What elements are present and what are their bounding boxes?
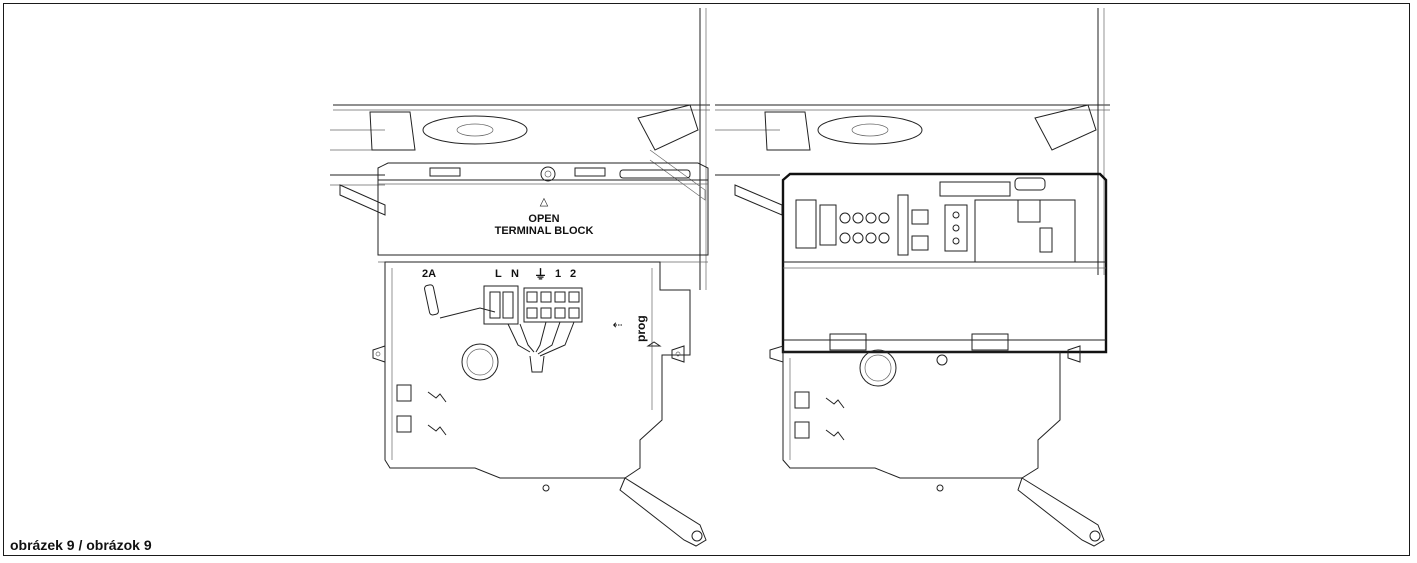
terminal-label-2: 2	[570, 268, 576, 280]
cover-text-open: OPEN	[528, 213, 559, 225]
internal-terminals	[839, 212, 890, 244]
terminal-label-l: L	[495, 268, 502, 280]
fuse-label: 2A	[422, 268, 436, 280]
terminal-cover: △ OPEN TERMINAL BLOCK	[377, 162, 709, 263]
right-boiler-frame	[715, 8, 1110, 275]
terminal-label-1: 1	[555, 268, 561, 280]
prog-arrow-icon	[646, 341, 662, 347]
cover-hinge-left	[829, 333, 867, 351]
terminal-label-n: N	[511, 268, 519, 280]
control-box-body	[372, 261, 707, 547]
prog-connector: ⇡ prog	[611, 315, 662, 347]
right-boiler-unit	[715, 8, 1110, 547]
opened-terminal-box	[781, 172, 1108, 354]
figure-frame	[3, 3, 1410, 556]
terminal-block: 2A L N ⏚ 1 2	[422, 267, 583, 373]
figure-caption: obrázek 9 / obrázok 9	[10, 537, 152, 553]
usb-icon: ⇡	[611, 320, 625, 330]
cover-hinge-right	[971, 333, 1009, 351]
right-control-box-body	[769, 345, 1105, 547]
left-boiler-frame	[330, 8, 710, 290]
fuse-icon	[424, 284, 439, 316]
left-boiler-unit: △ OPEN TERMINAL BLOCK 2A	[330, 8, 710, 547]
earth-symbol-icon: ⏚	[534, 267, 547, 282]
cover-text-terminal-block: TERMINAL BLOCK	[495, 225, 594, 237]
cover-arrow: △	[540, 196, 549, 208]
prog-label: prog	[634, 315, 648, 342]
